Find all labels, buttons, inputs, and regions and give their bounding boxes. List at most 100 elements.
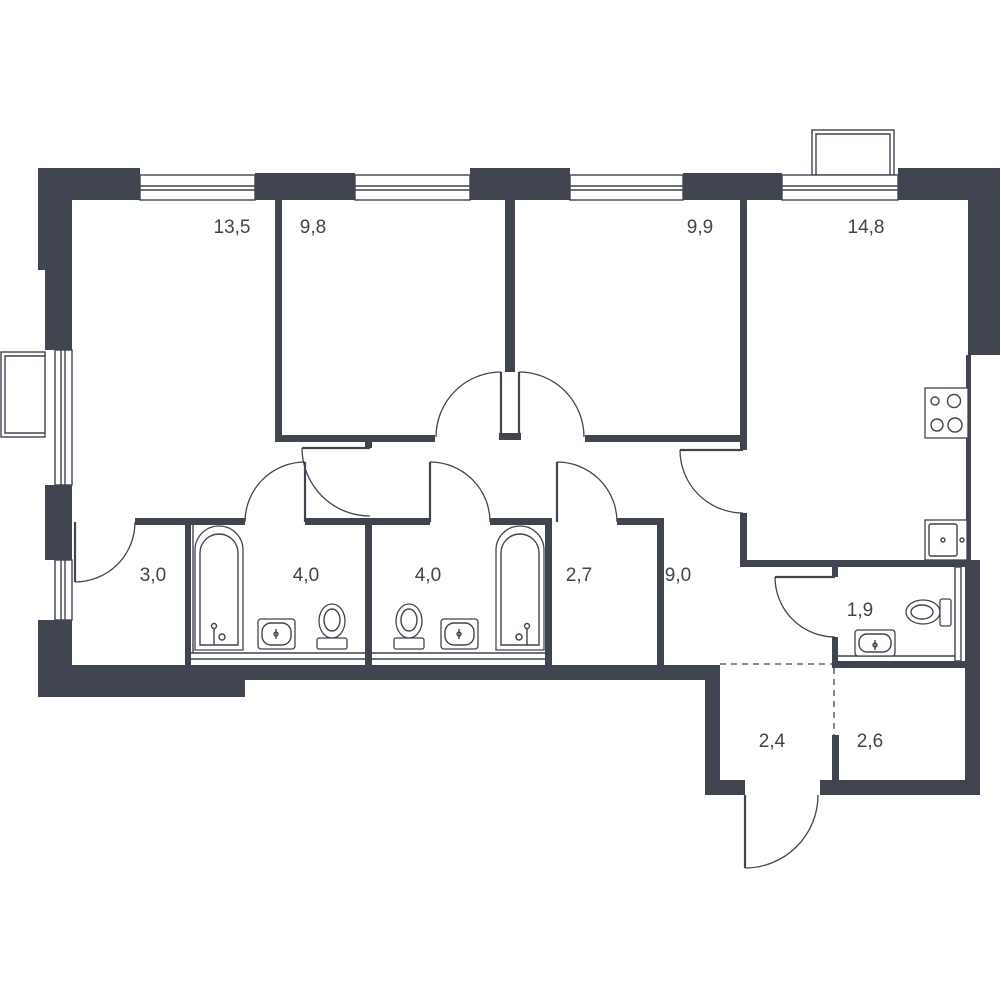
window-frame bbox=[54, 559, 73, 621]
bedroom-2-area-label: 9,8 bbox=[300, 217, 326, 238]
door bbox=[774, 575, 836, 638]
toilet-room-fixtures bbox=[854, 598, 952, 657]
burner-icon bbox=[946, 393, 962, 409]
toilet-tank bbox=[316, 637, 348, 650]
faucet-icon bbox=[523, 622, 531, 630]
closet-area-label: 2,6 bbox=[857, 731, 883, 752]
toilet-icon bbox=[905, 598, 952, 627]
door-swing-arc bbox=[244, 461, 306, 523]
bathtub-icon bbox=[194, 525, 244, 651]
faucet-icon bbox=[959, 537, 965, 543]
kitchen-sink-icon bbox=[924, 519, 968, 561]
sink-icon bbox=[440, 618, 479, 650]
bathtub-icon bbox=[495, 525, 545, 651]
bathtub-outer bbox=[194, 525, 244, 651]
partition-wall bbox=[185, 518, 191, 665]
door-swing-arc bbox=[301, 447, 371, 517]
doors bbox=[73, 371, 836, 869]
toilet-tank bbox=[939, 598, 952, 627]
toilet-seat bbox=[400, 608, 418, 632]
interior-walls bbox=[135, 200, 970, 785]
zone-boundaries bbox=[720, 663, 835, 735]
door bbox=[555, 461, 618, 523]
balcony-left bbox=[0, 351, 46, 438]
door-swing-arc bbox=[435, 371, 502, 438]
faucet-icon bbox=[515, 633, 523, 641]
partition-wall bbox=[832, 735, 839, 785]
sink-basin bbox=[444, 622, 475, 646]
bedroom-3-area-label: 9,9 bbox=[687, 217, 713, 238]
wall-corner-top-right bbox=[898, 168, 1000, 355]
toilet-seat bbox=[910, 604, 934, 620]
wall-corner-top-left bbox=[38, 168, 140, 270]
partition-wall bbox=[585, 435, 745, 442]
partition-wall bbox=[832, 567, 838, 577]
partition-wall bbox=[832, 637, 838, 668]
door bbox=[244, 461, 307, 523]
partition-wall bbox=[740, 513, 747, 567]
wall-right-lower bbox=[965, 560, 980, 795]
burner-icon bbox=[947, 417, 963, 433]
door-swing-arc bbox=[679, 449, 744, 514]
partition-wall bbox=[499, 433, 521, 440]
toilet-icon bbox=[393, 603, 425, 650]
bathroom-1-fixtures bbox=[194, 525, 348, 651]
kitchen-area-label: 14,8 bbox=[848, 217, 885, 238]
sink-outer bbox=[924, 519, 968, 561]
wall-entry-bottom-left bbox=[705, 780, 745, 795]
wall-bottom bbox=[245, 665, 720, 680]
window-left-1 bbox=[54, 349, 73, 486]
door-swing-arc bbox=[774, 576, 836, 638]
partition-wall bbox=[657, 518, 664, 665]
wall-right-kitchen bbox=[966, 355, 971, 560]
window-top-1 bbox=[139, 174, 256, 201]
partition-wall bbox=[740, 200, 747, 450]
sink-icon bbox=[257, 618, 296, 650]
area-labels: 13,5 9,8 9,9 14,8 3,0 4,0 4,0 2,7 9,0 1,… bbox=[140, 217, 885, 752]
hall-area-label: 9,0 bbox=[665, 565, 691, 586]
door-swing-arc bbox=[74, 521, 136, 583]
sink-icon bbox=[854, 629, 896, 657]
wall-pier-top-2 bbox=[470, 168, 570, 200]
window-frame bbox=[139, 174, 256, 201]
wall-pier-top-3 bbox=[683, 173, 782, 200]
window-top-2 bbox=[354, 174, 471, 201]
sink-basin bbox=[261, 622, 292, 646]
bedroom-1-area-label: 13,5 bbox=[214, 217, 251, 238]
utility-shaft bbox=[954, 566, 962, 662]
outer-walls bbox=[38, 168, 1000, 795]
partition-wall bbox=[365, 435, 372, 448]
stove-outline bbox=[924, 387, 969, 439]
window-frame bbox=[354, 174, 471, 201]
window-left-2 bbox=[54, 559, 73, 621]
burner-icon bbox=[930, 418, 944, 432]
storage-area-label: 2,7 bbox=[566, 565, 592, 586]
balcony-inner-frame bbox=[4, 355, 45, 434]
partition-wall bbox=[617, 518, 664, 525]
wall-left-upper bbox=[45, 270, 72, 350]
window-frame bbox=[54, 349, 73, 486]
partition-wall bbox=[305, 518, 372, 525]
door bbox=[73, 521, 136, 583]
bathroom-1-area-label: 4,0 bbox=[293, 565, 319, 586]
faucet-icon bbox=[210, 622, 218, 630]
toilet-seat bbox=[323, 608, 341, 632]
stove-icon bbox=[924, 387, 969, 439]
bathtub-inner bbox=[199, 533, 239, 646]
wall-corner-bottom-left bbox=[38, 620, 245, 697]
balcony-inner-frame bbox=[815, 133, 891, 175]
wall-left-middle bbox=[45, 485, 72, 560]
partition-wall bbox=[372, 518, 430, 525]
wall-entry-left bbox=[705, 665, 720, 795]
partition-wall bbox=[275, 435, 435, 442]
door bbox=[679, 448, 744, 514]
door-swing-arc bbox=[518, 371, 585, 438]
faucet-icon bbox=[218, 633, 226, 641]
window-top-3 bbox=[569, 174, 684, 201]
door bbox=[428, 461, 491, 523]
door bbox=[517, 371, 585, 438]
partition-wall bbox=[832, 661, 970, 668]
bathroom-2-area-label: 4,0 bbox=[415, 565, 441, 586]
